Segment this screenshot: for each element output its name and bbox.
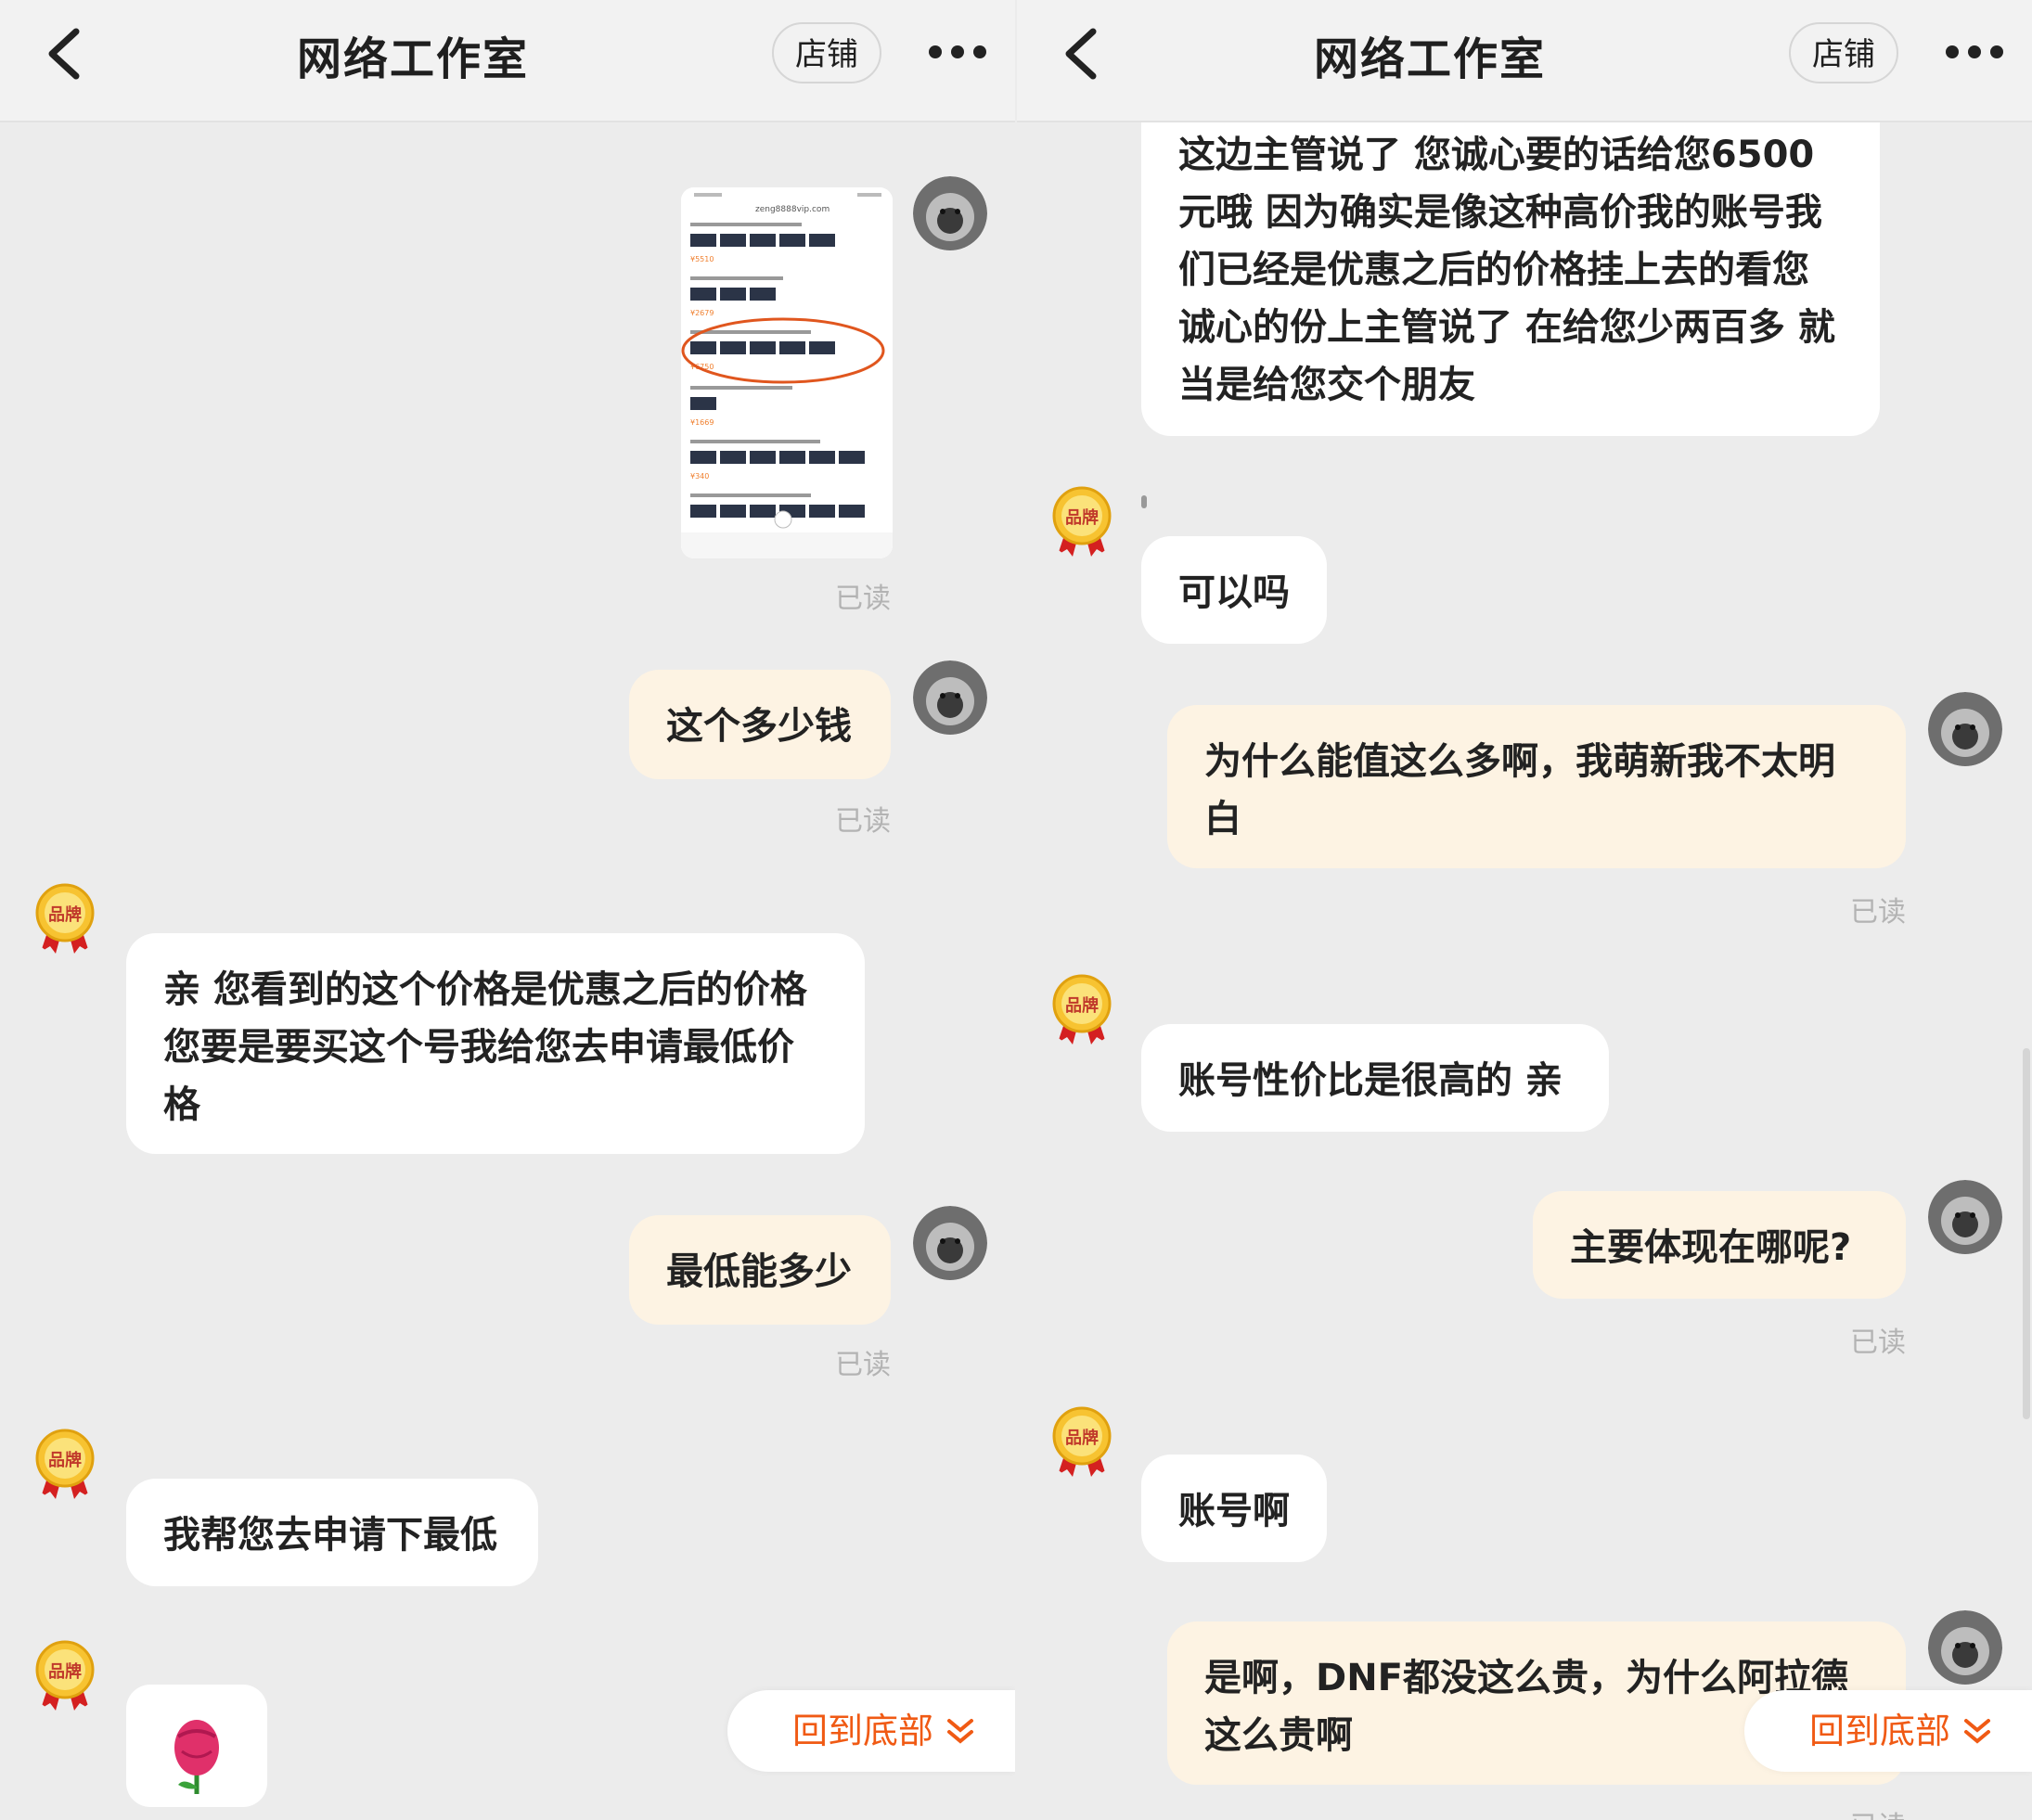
- incoming-message[interactable]: 我帮您去申请下最低: [126, 1479, 538, 1586]
- sticker-message[interactable]: [126, 1685, 267, 1807]
- more-dots-icon[interactable]: [1945, 43, 2004, 61]
- avatar-user[interactable]: [1928, 692, 2002, 766]
- outgoing-message[interactable]: 这个多少钱: [629, 670, 891, 779]
- jump-to-bottom-label: 回到底部: [1809, 1711, 1951, 1751]
- screenshot-thumbnail: zeng8888vip.com ¥5510 ¥2679 ¥6750 ¥1669 …: [681, 187, 893, 558]
- avatar-user[interactable]: [913, 660, 987, 735]
- thumb-price: ¥1669: [690, 418, 714, 427]
- brand-badge-avatar[interactable]: 品牌: [28, 1638, 102, 1712]
- incoming-message[interactable]: 亲 您看到的这个价格是优惠之后的价格您要是要买这个号我给您去申请最低价格: [126, 933, 865, 1154]
- chat-panel-left: 网络工作室 店铺 zeng8888vip.com: [0, 0, 1015, 1820]
- outgoing-message[interactable]: 为什么能值这么多啊，我萌新我不太明白: [1167, 705, 1906, 868]
- read-status: 已读: [835, 583, 891, 615]
- brand-badge-avatar[interactable]: 品牌: [1045, 484, 1119, 558]
- thumb-url: zeng8888vip.com: [755, 205, 830, 214]
- chat-panel-right: 这边主管说了 您诚心要的话给您6500元哦 因为确实是像这种高价我的账号我们已经…: [1017, 0, 2032, 1820]
- outgoing-message[interactable]: 最低能多少: [629, 1215, 891, 1325]
- brand-badge-avatar[interactable]: 品牌: [28, 1427, 102, 1501]
- thumb-price: ¥5510: [690, 255, 714, 263]
- read-status: 已读: [835, 1349, 891, 1381]
- rose-emoji-icon: [174, 1720, 219, 1794]
- shop-title: 网络工作室: [1314, 33, 1547, 85]
- brand-badge-label: 品牌: [48, 904, 82, 925]
- thumb-price: ¥2679: [690, 309, 714, 317]
- read-status: 已读: [1850, 896, 1906, 929]
- brand-badge-label: 品牌: [48, 1661, 82, 1682]
- incoming-message[interactable]: 可以吗: [1141, 536, 1327, 644]
- avatar-user[interactable]: [1928, 1610, 2002, 1685]
- brand-badge-label: 品牌: [1065, 995, 1099, 1016]
- thumb-price: ¥340: [690, 472, 709, 481]
- image-message[interactable]: zeng8888vip.com ¥5510 ¥2679 ¥6750 ¥1669 …: [681, 187, 893, 558]
- shop-button[interactable]: 店铺: [772, 22, 881, 83]
- brand-badge-label: 品牌: [48, 1450, 82, 1470]
- avatar-user[interactable]: [913, 176, 987, 250]
- brand-badge-avatar[interactable]: 品牌: [1045, 972, 1119, 1046]
- brand-badge-avatar[interactable]: 品牌: [28, 881, 102, 955]
- chevron-down-double-icon: [947, 1719, 973, 1744]
- jump-to-bottom-button[interactable]: 回到底部: [727, 1690, 1015, 1772]
- brand-badge-avatar[interactable]: 品牌: [1045, 1404, 1119, 1479]
- red-circle-annotation: [681, 317, 885, 384]
- chevron-down-double-icon: [1964, 1719, 1990, 1744]
- incoming-message[interactable]: 账号啊: [1141, 1455, 1327, 1562]
- jump-to-bottom-button[interactable]: 回到底部: [1744, 1690, 2032, 1772]
- incoming-message[interactable]: 账号性价比是很高的 亲: [1141, 1024, 1609, 1132]
- chevron-left-icon[interactable]: [41, 26, 87, 82]
- read-status: 已读: [1850, 1327, 1906, 1359]
- avatar-user[interactable]: [1928, 1180, 2002, 1254]
- thumb-price: ¥6750: [690, 363, 714, 371]
- avatar-user[interactable]: [913, 1206, 987, 1280]
- top-bar: 网络工作室 店铺: [1017, 0, 2032, 122]
- top-bar: 网络工作室 店铺: [0, 0, 1015, 122]
- more-dots-icon[interactable]: [928, 43, 987, 61]
- chevron-left-icon[interactable]: [1058, 26, 1104, 82]
- brand-badge-label: 品牌: [1065, 507, 1099, 528]
- jump-to-bottom-label: 回到底部: [792, 1711, 934, 1751]
- read-status: 已读: [1813, 1803, 1906, 1820]
- incoming-message[interactable]: 这边主管说了 您诚心要的话给您6500元哦 因为确实是像这种高价我的账号我们已经…: [1141, 93, 1880, 436]
- brand-badge-label: 品牌: [1065, 1428, 1099, 1448]
- shop-button[interactable]: 店铺: [1789, 22, 1898, 83]
- scrollbar[interactable]: [2023, 1048, 2030, 1419]
- typing-mark: [1141, 495, 1147, 508]
- outgoing-message[interactable]: 主要体现在哪呢?: [1533, 1191, 1906, 1299]
- read-status: 已读: [835, 805, 891, 838]
- shop-title: 网络工作室: [297, 33, 530, 85]
